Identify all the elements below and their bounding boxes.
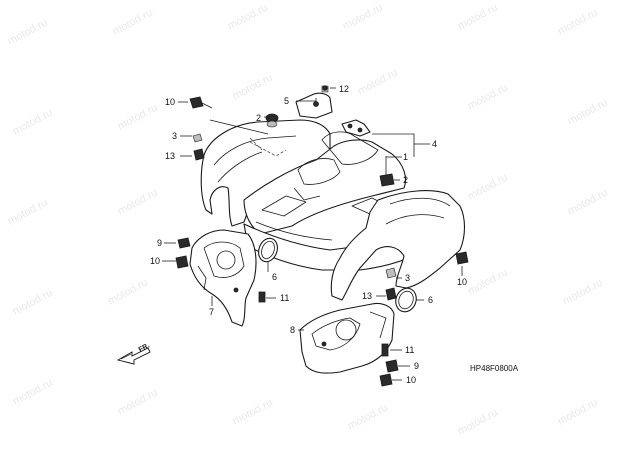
right-inner-panel	[299, 287, 417, 387]
watermark: motod.ru	[231, 397, 275, 428]
grommet-upper	[265, 113, 279, 128]
callout-10: 10	[150, 256, 160, 266]
callout-11: 11	[405, 345, 414, 355]
watermark: motod.ru	[6, 197, 50, 228]
watermark: motod.ru	[346, 402, 390, 433]
callout-2: 2	[256, 113, 261, 123]
callout-11: 11	[280, 293, 289, 303]
figure-code: HP48F0800A	[470, 364, 519, 373]
watermark: motod.ru	[466, 267, 510, 298]
callout-10: 10	[165, 97, 175, 107]
callout-9: 9	[414, 361, 419, 371]
watermark: motod.ru	[566, 97, 610, 128]
callout-10: 10	[406, 375, 416, 385]
left-hardware	[189, 96, 213, 161]
watermark: motod.ru	[231, 72, 275, 103]
watermark: motod.ru	[356, 67, 400, 98]
watermark: motod.ru	[466, 82, 510, 113]
watermark: motod.ru	[466, 172, 510, 203]
callout-13: 13	[362, 291, 372, 301]
callout-8: 8	[290, 325, 295, 335]
left-inner-panel	[175, 229, 278, 327]
top-cover	[295, 85, 333, 119]
callout-12: 12	[339, 84, 349, 94]
callout-4: 4	[432, 139, 437, 149]
watermark: motod.ru	[6, 17, 50, 48]
watermark: motod.ru	[561, 277, 605, 308]
callout-7: 7	[209, 307, 214, 317]
watermark-layer: motod.ru motod.ru motod.ru motod.ru moto…	[6, 2, 610, 438]
callout-10: 10	[457, 277, 467, 287]
grommet-right	[379, 156, 395, 187]
bracket-strip	[341, 119, 371, 137]
callout-13: 13	[165, 151, 175, 161]
callout-3: 3	[405, 273, 410, 283]
leader-lines	[162, 87, 463, 381]
watermark: motod.ru	[111, 7, 155, 38]
callout-3: 3	[172, 131, 177, 141]
front-fender	[200, 119, 466, 301]
watermark: motod.ru	[456, 2, 500, 33]
callout-1: 1	[403, 152, 408, 162]
callouts: 12 5 2 1 4 2 10 3 13 9 10 6 11 7 10 3 13…	[150, 84, 467, 385]
callout-9: 9	[157, 238, 162, 248]
callout-6: 6	[272, 272, 277, 282]
watermark: motod.ru	[456, 407, 500, 438]
watermark: motod.ru	[11, 287, 55, 318]
right-hardware	[385, 251, 469, 301]
watermark: motod.ru	[116, 102, 160, 133]
watermark: motod.ru	[11, 377, 55, 408]
watermark: motod.ru	[116, 187, 160, 218]
front-label: FR.	[138, 342, 151, 354]
watermark: motod.ru	[226, 2, 270, 33]
watermark: motod.ru	[106, 277, 150, 308]
front-direction-arrow: FR.	[116, 342, 151, 365]
watermark: motod.ru	[11, 107, 55, 138]
callout-5: 5	[284, 96, 289, 106]
callout-2: 2	[403, 175, 408, 185]
watermark: motod.ru	[566, 187, 610, 218]
watermark: motod.ru	[556, 397, 600, 428]
watermark: motod.ru	[116, 387, 160, 418]
watermark: motod.ru	[556, 7, 600, 38]
callout-6: 6	[428, 295, 433, 305]
watermark: motod.ru	[341, 2, 385, 33]
